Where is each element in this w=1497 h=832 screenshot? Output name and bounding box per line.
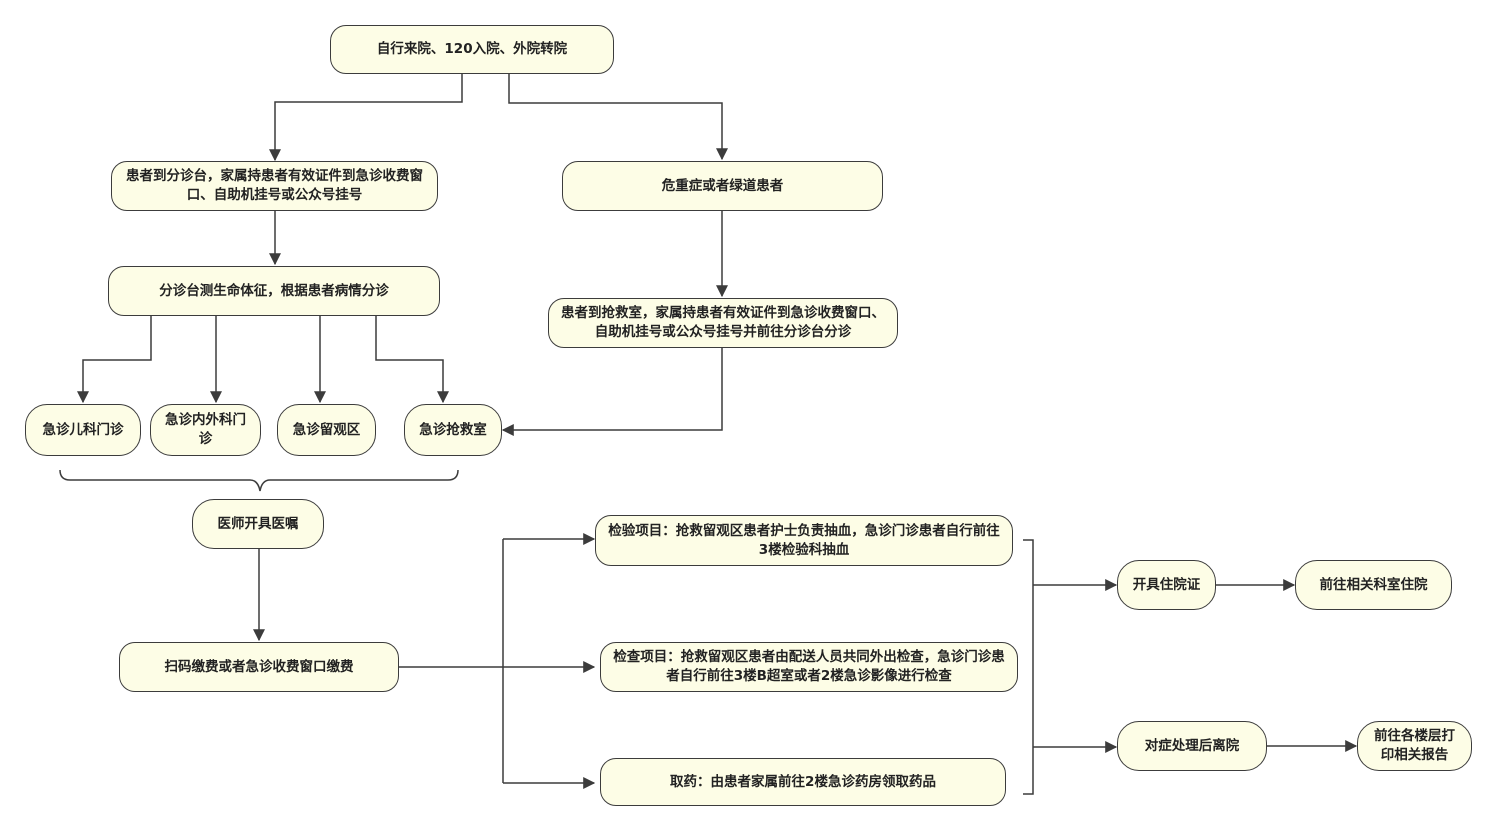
- node-print-report: 前往各楼层打印相关报告: [1357, 721, 1472, 771]
- node-payment-label: 扫码缴费或者急诊收费窗口缴费: [164, 658, 354, 675]
- node-discharge: 对症处理后离院: [1117, 721, 1267, 771]
- node-start: 自行来院、120入院、外院转院: [330, 25, 614, 74]
- node-print-report-label: 前往各楼层打印相关报告: [1374, 728, 1455, 763]
- node-exam-label: 检查项目：抢救留观区患者由配送人员共同外出检查，急诊门诊患者自行前往3楼B超室或…: [613, 649, 1005, 684]
- node-critical: 危重症或者绿道患者: [562, 161, 883, 211]
- node-rescue-register-label: 患者到抢救室，家属持患者有效证件到急诊收费窗口、自助机挂号或公众号挂号并前往分诊…: [561, 305, 885, 340]
- node-lab-test-label: 检验项目：抢救留观区患者护士负责抽血，急诊门诊患者自行前往3楼检验科抽血: [608, 522, 1000, 558]
- connector-start-register: [269, 74, 463, 162]
- connector-triage-rescue: [375, 316, 449, 404]
- node-observation: 急诊留观区: [277, 404, 376, 456]
- node-doctor-order-label: 医师开具医嘱: [217, 515, 299, 532]
- node-medicine-label: 取药：由患者家属前往2楼急诊药房领取药品: [670, 773, 936, 790]
- node-discharge-label: 对症处理后离院: [1144, 737, 1240, 754]
- connector-triage-pediatric: [77, 316, 152, 404]
- node-exam: 检查项目：抢救留观区患者由配送人员共同外出检查，急诊门诊患者自行前往3楼B超室或…: [600, 642, 1018, 692]
- node-admission-cert: 开具住院证: [1117, 560, 1216, 610]
- connector-start-critical: [508, 74, 728, 161]
- node-triage-label: 分诊台测生命体征，根据患者病情分诊: [159, 282, 389, 299]
- node-triage: 分诊台测生命体征，根据患者病情分诊: [108, 266, 440, 316]
- node-medicine: 取药：由患者家属前往2楼急诊药房领取药品: [600, 758, 1006, 806]
- node-register: 患者到分诊台，家属持患者有效证件到急诊收费窗口、自助机挂号或公众号挂号: [111, 161, 438, 211]
- node-doctor-order: 医师开具医嘱: [192, 499, 324, 549]
- node-go-ward-label: 前往相关科室住院: [1319, 576, 1428, 593]
- node-go-ward: 前往相关科室住院: [1295, 560, 1452, 610]
- node-internal-surgery: 急诊内外科门诊: [150, 404, 261, 456]
- node-rescue-room-label: 急诊抢救室: [419, 421, 487, 438]
- node-admission-cert-label: 开具住院证: [1132, 576, 1201, 593]
- node-pediatric: 急诊儿科门诊: [25, 404, 141, 456]
- node-rescue-room: 急诊抢救室: [404, 404, 502, 456]
- node-register-label: 患者到分诊台，家属持患者有效证件到急诊收费窗口、自助机挂号或公众号挂号: [126, 168, 423, 203]
- node-lab-test: 检验项目：抢救留观区患者护士负责抽血，急诊门诊患者自行前往3楼检验科抽血: [595, 515, 1013, 566]
- node-critical-label: 危重症或者绿道患者: [661, 177, 784, 194]
- node-pediatric-label: 急诊儿科门诊: [42, 421, 124, 438]
- node-rescue-register: 患者到抢救室，家属持患者有效证件到急诊收费窗口、自助机挂号或公众号挂号并前往分诊…: [548, 298, 898, 348]
- bracket-right: [1023, 539, 1034, 795]
- connector-rescue-register-room: [501, 348, 723, 436]
- node-observation-label: 急诊留观区: [292, 421, 361, 438]
- node-internal-surgery-label: 急诊内外科门诊: [165, 412, 246, 447]
- node-start-label: 自行来院、120入院、外院转院: [376, 41, 568, 57]
- node-payment: 扫码缴费或者急诊收费窗口缴费: [119, 642, 399, 692]
- brace-departments: [59, 469, 459, 492]
